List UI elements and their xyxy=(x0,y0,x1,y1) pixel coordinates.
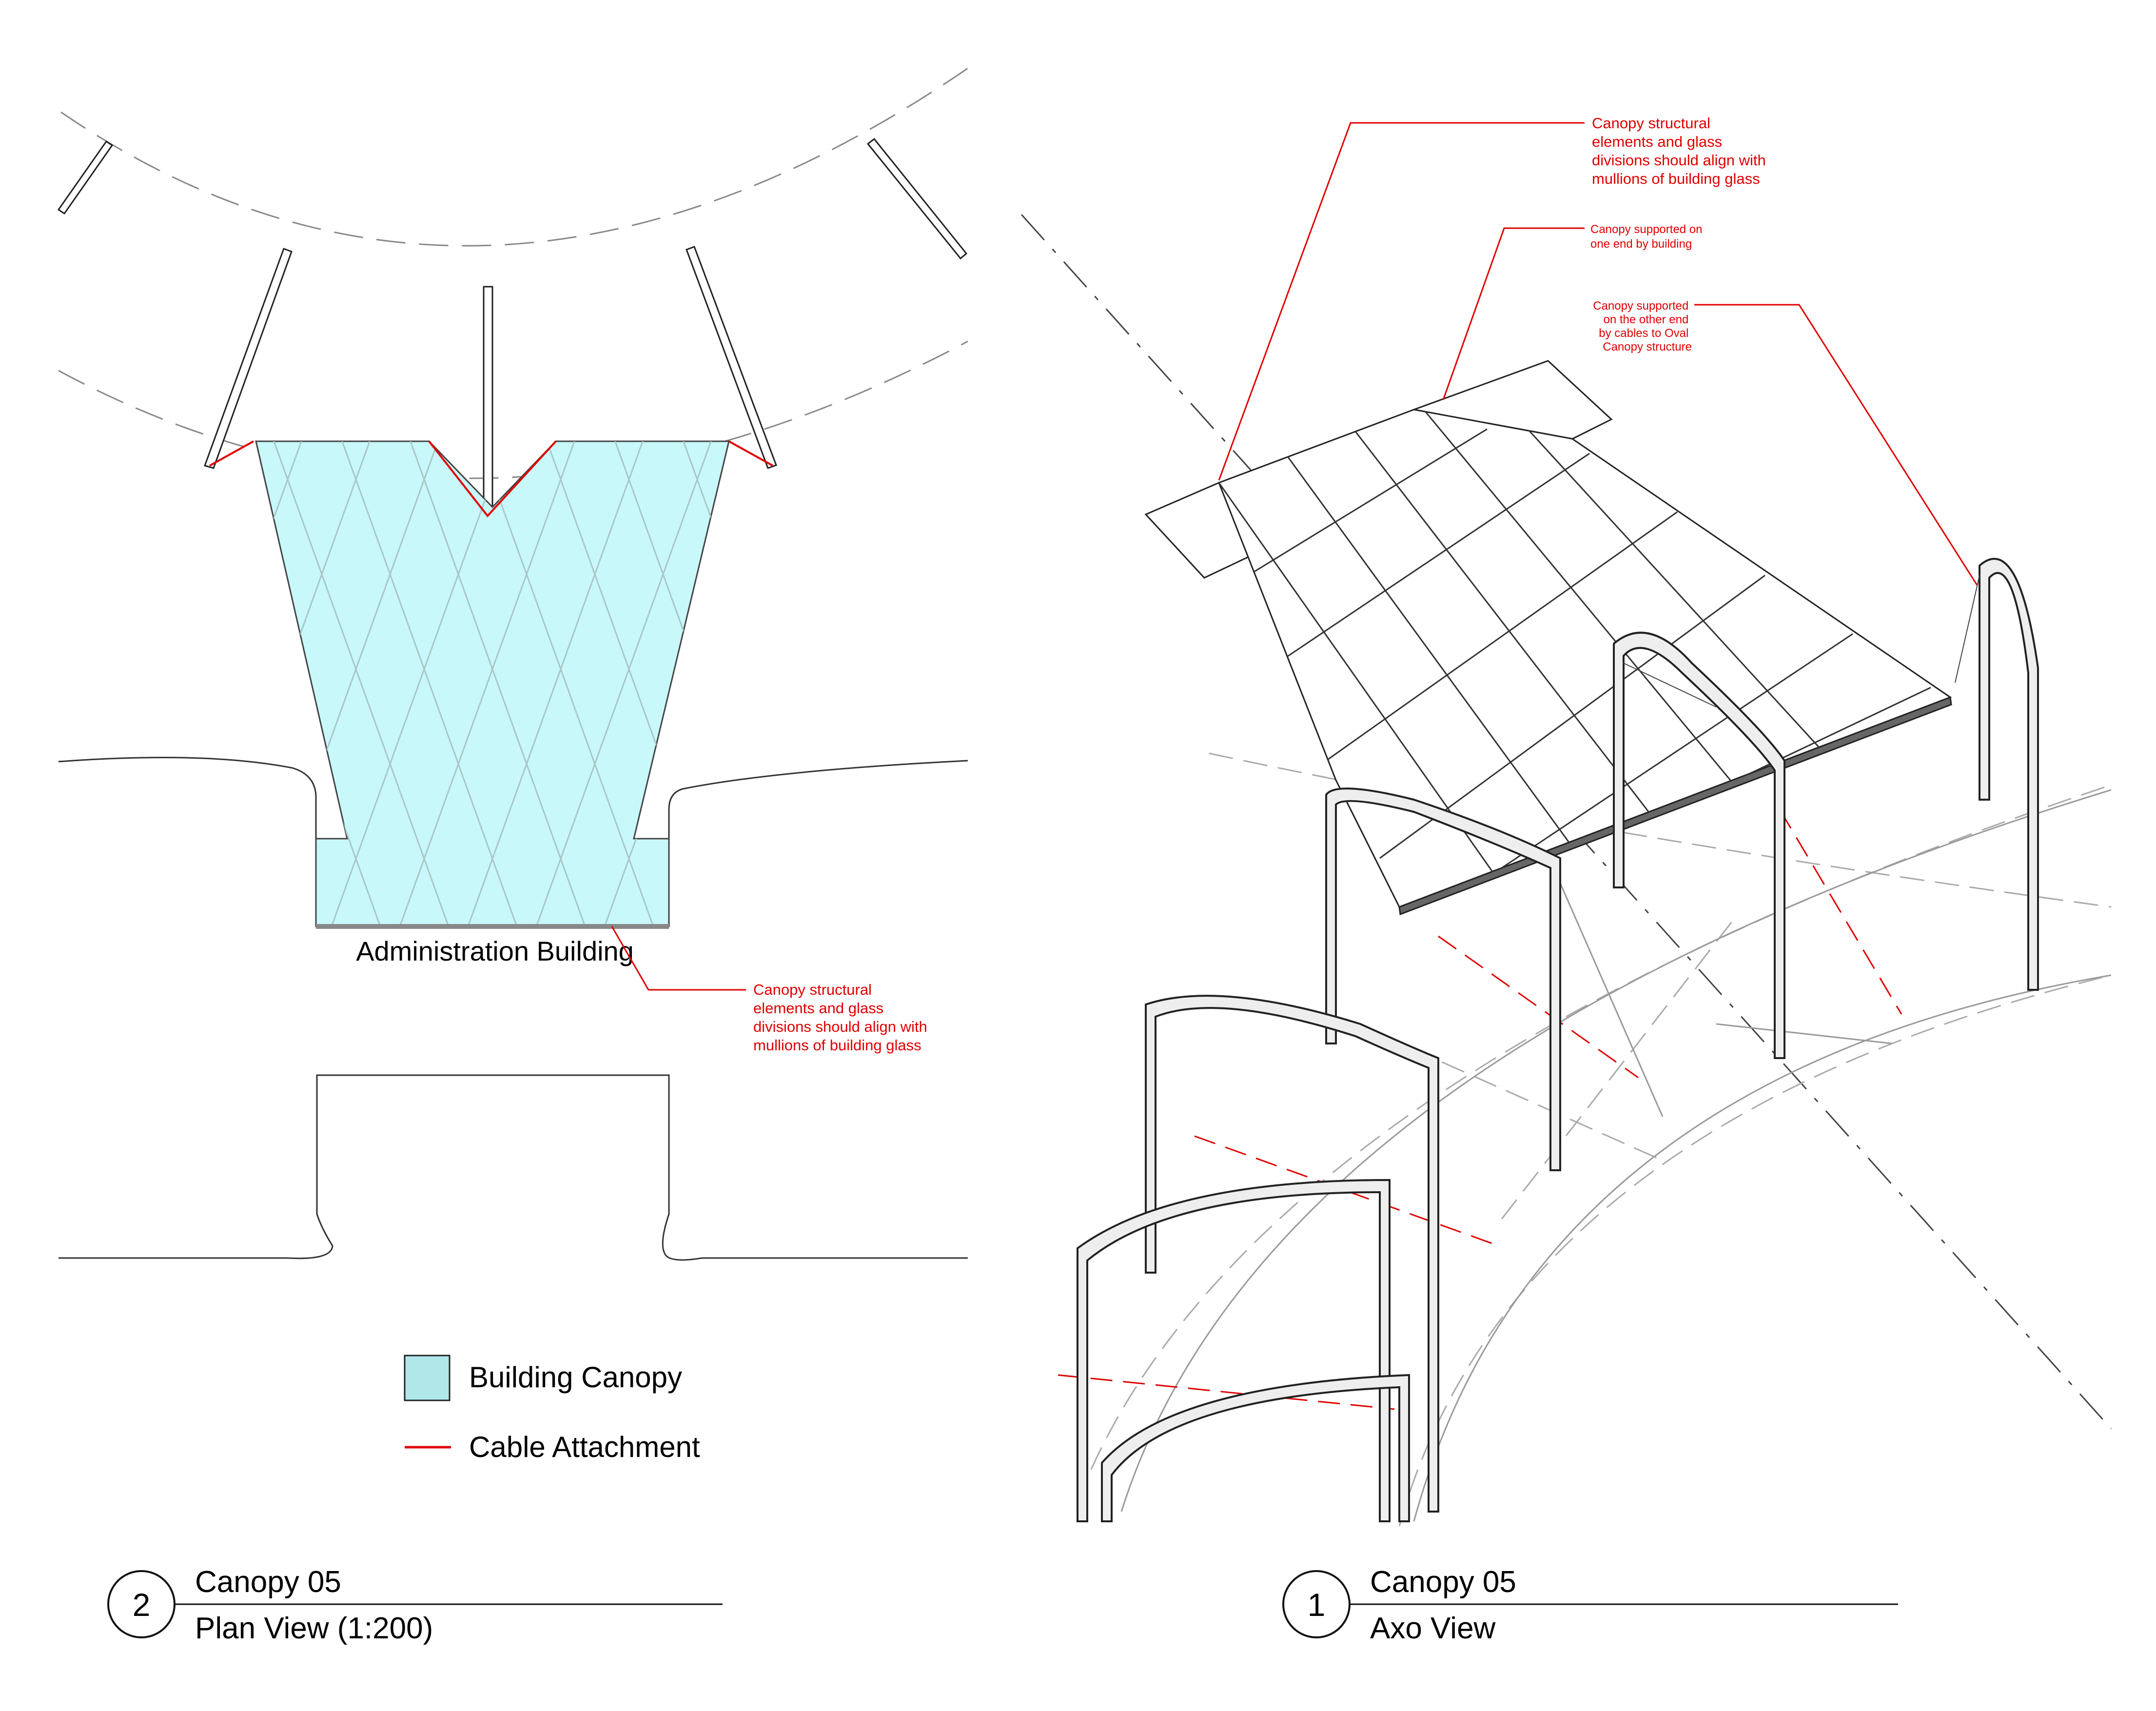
axo-note-cables: Canopy supported on the other end by cab… xyxy=(1593,299,1978,586)
building-canopy xyxy=(255,440,730,927)
legend-canopy-label: Building Canopy xyxy=(469,1361,682,1394)
admin-building-label: Administration Building xyxy=(356,936,634,966)
oval-frame-4 xyxy=(1145,995,1439,1513)
view-number: 2 xyxy=(133,1587,151,1623)
oval-frame-1 xyxy=(1325,787,1561,1171)
plan-note-leader xyxy=(611,926,746,991)
svg-text:Canopy supported on th: Canopy supported on the other end by cab… xyxy=(1593,299,1692,354)
oval-dashed-arc-outer xyxy=(60,67,968,247)
axo-note-building: Canopy supported on one end by building xyxy=(1442,223,1705,400)
axo-note-align: Canopy structural elements and glass div… xyxy=(1218,115,1770,481)
ground-solid-lines xyxy=(1120,789,2112,1522)
oval-frame-3 xyxy=(1979,558,2039,991)
axo-note-cables-leader xyxy=(1694,304,1978,586)
oval-dashed-arc-inner xyxy=(58,340,968,479)
admin-building-walls xyxy=(58,757,968,1261)
oval-frame-5 xyxy=(1077,1179,1391,1522)
cable-projections xyxy=(1058,809,1902,1410)
svg-text:Canopy structural elem: Canopy structural elements and glass div… xyxy=(1592,115,1770,187)
canopy-edge-band xyxy=(316,924,669,929)
cable-attachments xyxy=(209,440,773,518)
svg-text:Canopy supported on on: Canopy supported on one end by building xyxy=(1590,223,1705,251)
oval-frame-2 xyxy=(1613,631,1785,1059)
legend-cable-label: Cable Attachment xyxy=(469,1431,700,1463)
axis-dashed xyxy=(1020,214,2112,1430)
view-type: Plan View (1:200) xyxy=(195,1612,433,1645)
view-name: Canopy 05 xyxy=(195,1565,341,1599)
axo-title-block: 1 Canopy 05 Axo View xyxy=(1282,1565,1898,1645)
plan-note: Canopy structural elements and glass div… xyxy=(753,981,931,1054)
axo-note-building-leader xyxy=(1442,227,1585,400)
oval-frames xyxy=(1077,558,2039,1522)
legend-canopy-swatch xyxy=(404,1355,451,1401)
axo-canopy-roof xyxy=(1144,360,1952,916)
legend: Building Canopy Cable Attachment xyxy=(404,1355,700,1463)
view-type: Axo View xyxy=(1370,1612,1496,1645)
view-number: 1 xyxy=(1308,1587,1326,1623)
oval-frame-6 xyxy=(1101,1374,1410,1522)
axo-cables xyxy=(1623,575,1980,708)
plan-view: Administration Building Canopy structura… xyxy=(57,67,968,1645)
axo-view: Canopy structural elements and glass div… xyxy=(1020,115,2112,1645)
axo-note-align-leader xyxy=(1218,122,1585,481)
plan-title-block: 2 Canopy 05 Plan View (1:200) xyxy=(107,1565,723,1645)
view-name: Canopy 05 xyxy=(1370,1565,1516,1599)
ground-lines xyxy=(1077,752,2112,1527)
oval-ring-frames xyxy=(57,138,968,515)
